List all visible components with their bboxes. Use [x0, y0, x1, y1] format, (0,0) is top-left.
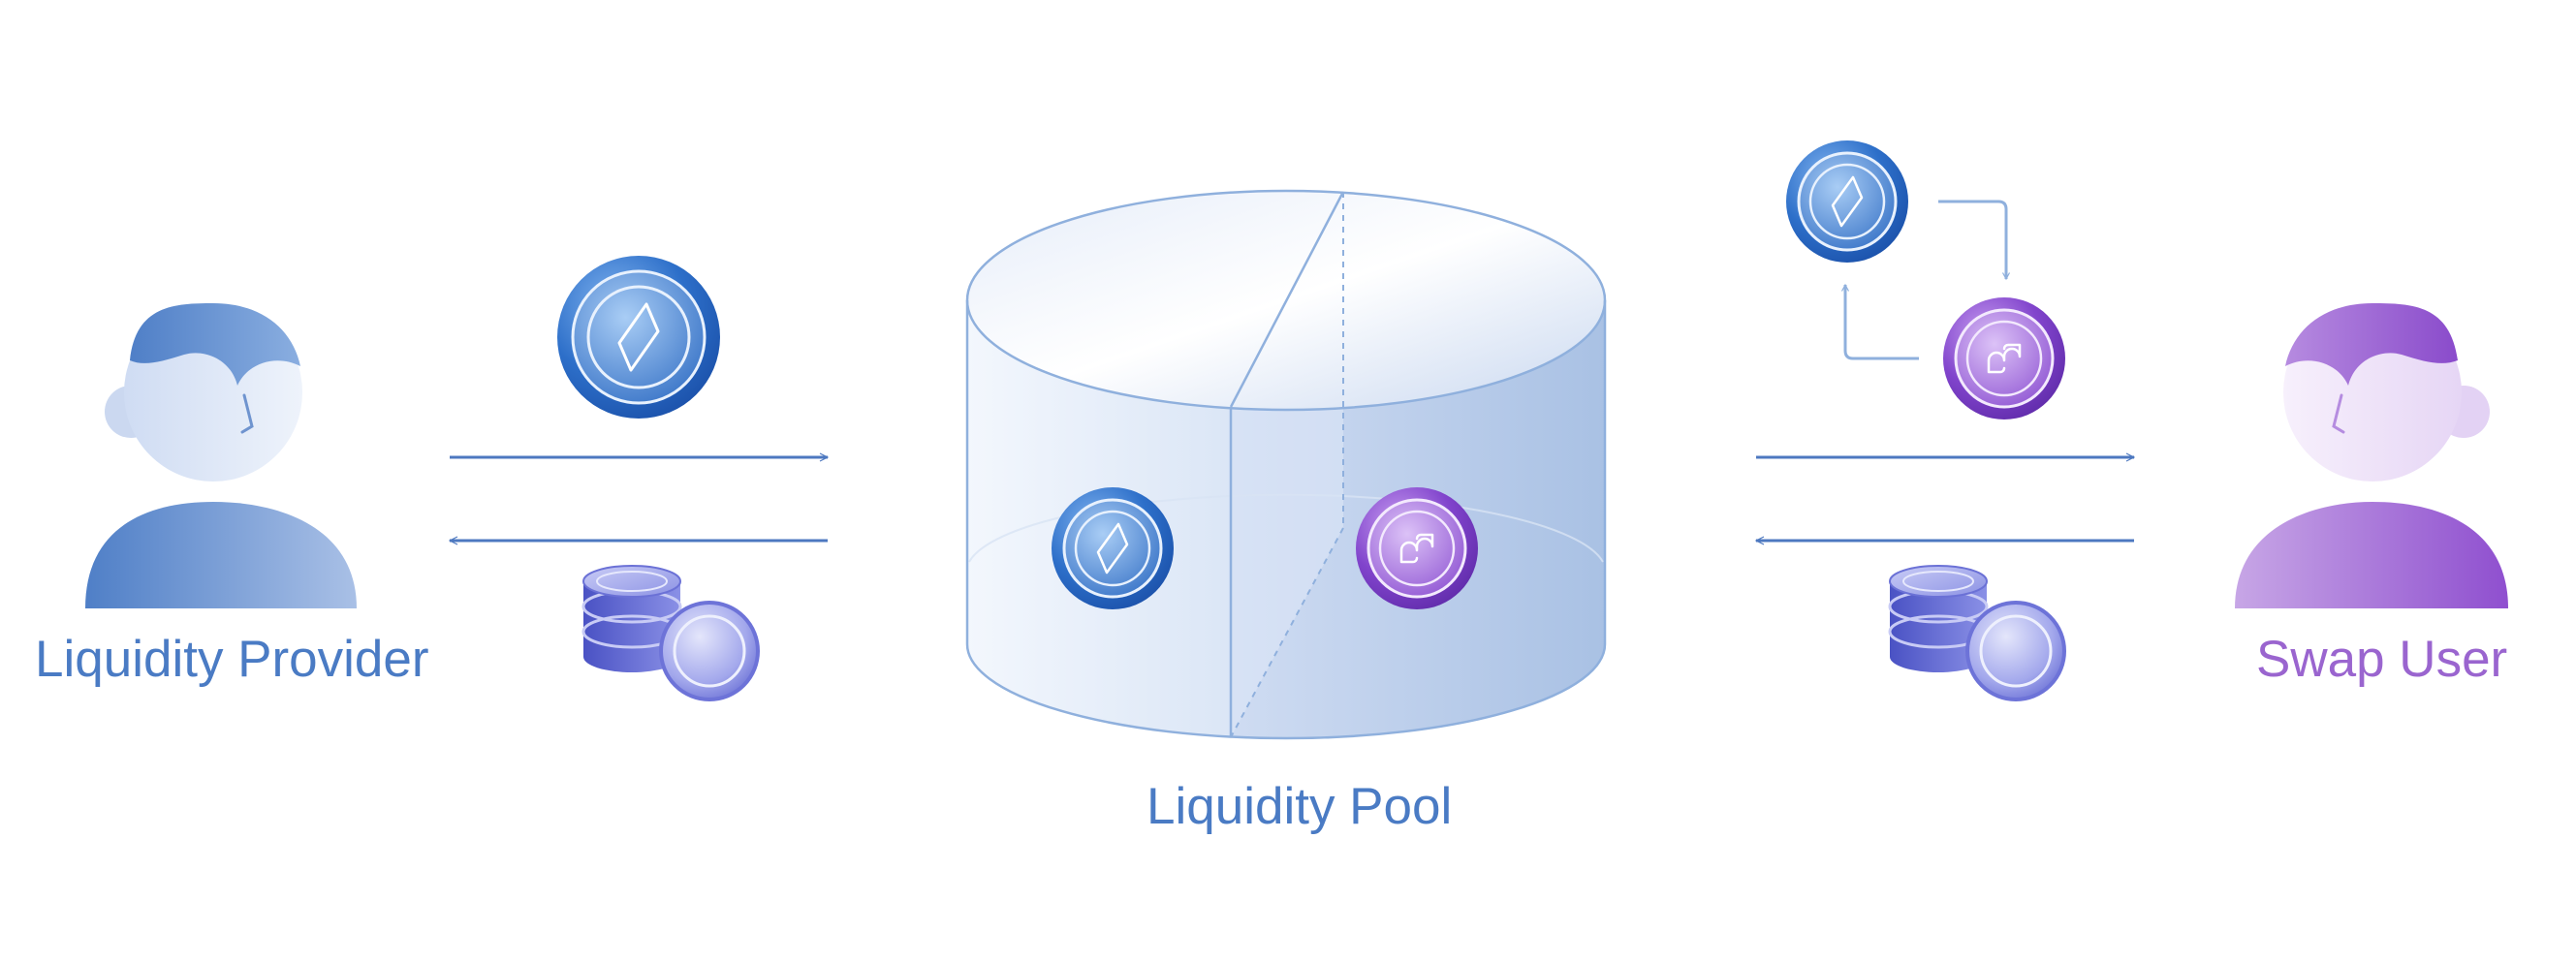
pool-diamond-token-icon — [1052, 487, 1174, 609]
swap-forward-arrow — [1938, 200, 2011, 281]
swap-coin-stack-icon — [1888, 565, 2066, 701]
diamond-token-icon — [1786, 140, 1908, 263]
liquidity-provider-label: Liquidity Provider — [35, 631, 429, 688]
pool-infinity-token-icon — [1356, 487, 1478, 609]
swap-user-label: Swap User — [2256, 631, 2508, 688]
lp-token-coin-stack-icon — [581, 565, 760, 701]
swap-cycle — [1786, 140, 2065, 419]
liquidity-pool-label: Liquidity Pool — [1147, 778, 1453, 835]
swap-user-person-icon — [2235, 303, 2508, 608]
infinity-token-icon — [1943, 297, 2065, 419]
swap-return-arrow — [1840, 283, 1919, 360]
cylinder-pool-icon — [965, 189, 1607, 740]
diamond-token-icon — [557, 256, 720, 419]
provider-person-icon — [85, 303, 357, 608]
